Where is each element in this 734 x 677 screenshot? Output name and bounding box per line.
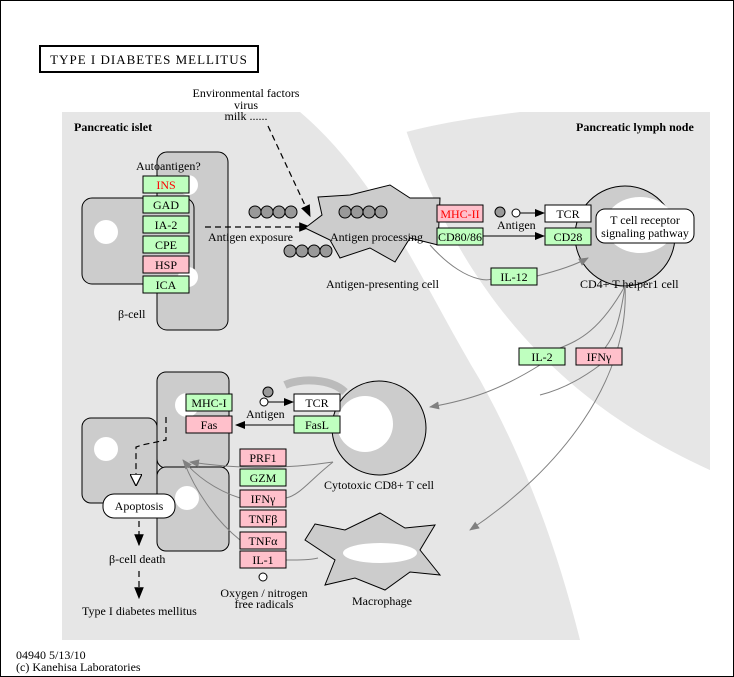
gene-box-cd28[interactable]: CD28: [544, 227, 592, 246]
antigen-label-2: Antigen: [246, 407, 285, 421]
region-label-lymph: Pancreatic lymph node: [576, 120, 694, 134]
beta-cell-label: β-cell: [118, 307, 146, 321]
gene-box-fasl[interactable]: FasL: [293, 415, 341, 434]
gene-label: INS: [156, 178, 175, 192]
region-label-islet: Pancreatic islet: [74, 120, 152, 134]
gene-label: GZM: [250, 471, 277, 485]
gene-label: IL-12: [500, 270, 527, 284]
autoantigen-label: Autoantigen?: [136, 159, 201, 173]
gene-box-cd8086[interactable]: CD80/86: [436, 227, 484, 246]
gene-box-hsp[interactable]: HSP: [142, 255, 190, 274]
gene-box-ifng1[interactable]: IFNγ: [575, 347, 623, 366]
apoptosis-node[interactable]: Apoptosis: [102, 493, 176, 519]
macrophage-label: Macrophage: [352, 594, 412, 608]
peptide-beads: [248, 205, 506, 258]
gene-box-ifng2[interactable]: IFNγ: [239, 489, 287, 508]
gene-label: IFNγ: [251, 492, 276, 506]
gene-box-mhc1[interactable]: MHC-I: [185, 393, 233, 412]
env-milk-label: milk ......: [224, 109, 267, 123]
gene-box-tcr1[interactable]: TCR: [544, 204, 592, 223]
gene-box-tnfb[interactable]: TNFβ: [239, 509, 287, 528]
antigen-label-1: Antigen: [497, 218, 536, 232]
gene-box-fas[interactable]: Fas: [185, 415, 233, 434]
gene-label: IL-2: [531, 350, 552, 364]
cd8-label: Cytotoxic CD8+ T cell: [324, 478, 435, 492]
gene-label: GAD: [153, 198, 179, 212]
gene-label: IFNγ: [587, 350, 612, 364]
env-virus-label: virus: [234, 98, 258, 112]
gene-label: PRF1: [249, 451, 276, 465]
gene-label: MHC-II: [440, 207, 479, 221]
gene-box-il12[interactable]: IL-12: [490, 267, 538, 286]
gene-label: CD80/86: [438, 230, 482, 244]
gene-label: TCR: [556, 207, 579, 221]
t1dm-label: Type I diabetes mellitus: [82, 604, 197, 618]
svg-text:signaling pathway: signaling pathway: [601, 226, 689, 240]
svg-text:T cell receptor: T cell receptor: [610, 213, 680, 227]
cd4-label: CD4+ T helper1 cell: [580, 277, 679, 291]
gene-label: Fas: [201, 418, 218, 432]
gene-label: TCR: [305, 396, 328, 410]
gene-label: CD28: [554, 230, 583, 244]
region-separator: [300, 112, 710, 640]
gene-box-il2[interactable]: IL-2: [518, 347, 566, 366]
gene-box-ins[interactable]: INS: [142, 175, 190, 194]
gene-box-ica[interactable]: ICA: [142, 275, 190, 294]
gene-label: FasL: [305, 418, 329, 432]
title-box: TYPE I DIABETES MELLITUS: [39, 45, 259, 73]
footer-copyright: (c) Kanehisa Laboratories: [16, 660, 141, 674]
env-factors-label: Environmental factors: [193, 86, 300, 100]
gene-box-ia2[interactable]: IA-2: [142, 215, 190, 234]
gene-box-tcr2[interactable]: TCR: [293, 393, 341, 412]
gene-label: IL-1: [252, 553, 273, 567]
gene-label: MHC-I: [191, 396, 226, 410]
gene-label: HSP: [155, 258, 177, 272]
apc-label: Antigen-presenting cell: [326, 277, 440, 291]
gene-box-mhc2[interactable]: MHC-II: [436, 204, 484, 223]
gene-label: TNFα: [249, 534, 279, 548]
gene-box-prf1[interactable]: PRF1: [239, 448, 287, 467]
gene-box-cpe[interactable]: CPE: [142, 235, 190, 254]
svg-text:Apoptosis: Apoptosis: [115, 499, 164, 513]
gene-label: ICA: [156, 278, 177, 292]
gene-box-gad[interactable]: GAD: [142, 195, 190, 214]
antigen-processing-label: Antigen processing: [330, 230, 423, 244]
beta-cell-death-label: β-cell death: [109, 552, 165, 566]
gene-label: CPE: [155, 238, 177, 252]
antigen-exposure-label: Antigen exposure: [208, 230, 293, 244]
env-arrow: [267, 125, 311, 218]
tcr-pathway-link[interactable]: T cell receptor signaling pathway: [595, 208, 695, 244]
gene-box-il1[interactable]: IL-1: [239, 550, 287, 569]
footer-id: 04940 5/13/10: [16, 648, 86, 662]
antigen-presenting-cell: [304, 184, 441, 263]
gene-box-tnfa[interactable]: TNFα: [239, 531, 287, 550]
gene-box-gzm[interactable]: GZM: [239, 468, 287, 487]
gene-label: IA-2: [155, 218, 178, 232]
oxygen-label-2: free radicals: [235, 597, 294, 611]
gene-label: TNFβ: [249, 512, 278, 526]
oxygen-label-1: Oxygen / nitrogen: [220, 586, 307, 600]
page-title: TYPE I DIABETES MELLITUS: [50, 52, 248, 67]
